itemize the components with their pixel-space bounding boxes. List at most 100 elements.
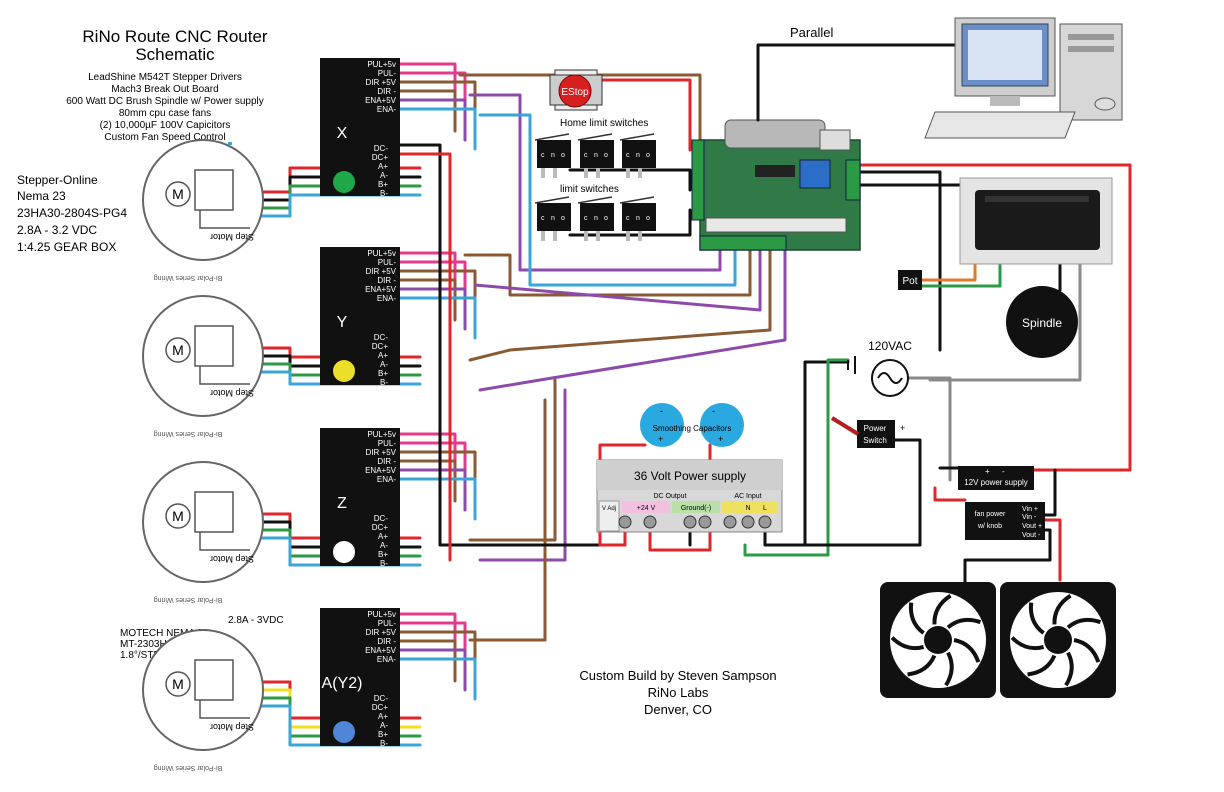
ac-wire-green — [743, 358, 850, 557]
motor-wiring-caption: Bi-Polar Series Wiring — [154, 764, 223, 771]
driver-pin-label: DC- — [374, 514, 389, 523]
spindle-motor: Spindle — [1006, 286, 1078, 358]
driver-pin-label: A- — [380, 721, 388, 730]
motor-symbol-icon — [165, 181, 191, 207]
motor-symbol-icon — [165, 337, 191, 363]
psu-terminal-icon — [643, 515, 657, 529]
part-item: (2) 10,000µF 100V Capicitors — [100, 120, 231, 131]
cursor-mark — [228, 142, 232, 145]
psu-ground-label: Ground(-) — [681, 505, 711, 512]
bus-wire-brown — [458, 73, 702, 162]
driver-body — [320, 247, 400, 385]
motor-coil-icon — [194, 491, 234, 533]
psu-36v: 36 Volt Power supply DC Output AC Input … — [596, 459, 783, 533]
driver-body — [320, 58, 400, 196]
driver-pin-label: A+ — [378, 351, 388, 360]
driver-pin-label: PUL- — [378, 258, 397, 267]
spindle-red-wire — [858, 163, 1132, 472]
driver-pin-label: DIR +5V — [366, 628, 397, 637]
driver-pin-label: DC+ — [372, 703, 389, 712]
driver-pin-label: PUL+5v — [367, 430, 396, 439]
relay-icon — [799, 159, 831, 189]
motor-spec-line: 23HA30-2804S-PG4 — [17, 206, 127, 220]
part-item: Custom Fan Speed Control — [104, 132, 225, 143]
switch-pin-label: c — [541, 152, 545, 159]
driver-signal-wire — [398, 477, 477, 521]
motor-coil-icon — [194, 325, 234, 367]
driver-signal-wire — [398, 107, 477, 151]
motor-symbol-icon — [165, 671, 191, 697]
fan-controller: fan power w/ knob Vin + Vin - Vout + Vou… — [965, 502, 1045, 540]
cap-plus: + — [658, 434, 663, 444]
psu-12v-minus: - — [1002, 467, 1005, 476]
capacitors-label: Smoothing Capacitors — [653, 424, 732, 433]
cap-minus: - — [660, 406, 663, 416]
driver-pin-label: PUL- — [378, 69, 397, 78]
bus-wire-purple — [478, 388, 567, 562]
driver-pin-label: PUL- — [378, 439, 397, 448]
driver-pin-label: DC+ — [372, 342, 389, 351]
header-pins-icon — [705, 217, 847, 233]
ac-source: 120VAC — [847, 339, 912, 397]
bus-wire-brown — [468, 378, 557, 542]
driver-pin-label: B+ — [378, 730, 388, 739]
fan-ctrl-label-1: fan power — [975, 511, 1006, 518]
switch-pin-label: n — [594, 152, 598, 159]
spindle-black-wire — [858, 170, 942, 352]
bus-wire-purple — [468, 93, 722, 272]
psu-terminal-icon — [758, 515, 772, 529]
driver-pin-label: ENA+5V — [365, 285, 397, 294]
switch-pin-label: n — [636, 215, 640, 222]
driver-status-led — [333, 541, 355, 563]
motor-wiring-caption: Bi-Polar Series Wiring — [154, 274, 223, 281]
pot-knob: Pot — [898, 270, 922, 290]
psu-n-label: N — [745, 505, 750, 512]
driver-signal-wire — [398, 612, 457, 656]
case-fans — [880, 582, 1116, 698]
fan-ctrl-label-2: w/ knob — [977, 523, 1002, 530]
motor-wiring-caption: Bi-Polar Series Wiring — [154, 430, 223, 437]
credit-line: Denver, CO — [644, 702, 712, 717]
driver-pin-label: B+ — [378, 550, 388, 559]
fan-pin: Vout + — [1022, 523, 1042, 530]
motor-symbol: M — [172, 508, 184, 524]
part-item: 600 Watt DC Brush Spindle w/ Power suppl… — [66, 96, 264, 107]
driver-pin-label: ENA- — [377, 294, 396, 303]
driver-pin-label: DIR +5V — [366, 78, 397, 87]
switch-pin-label: o — [561, 215, 565, 222]
driver-pin-label: DIR - — [377, 87, 396, 96]
switch-pin-label: c — [626, 215, 630, 222]
fan-pin: Vin - — [1022, 514, 1037, 521]
limit-wire — [568, 208, 692, 237]
cap-plus: + — [718, 434, 723, 444]
power-switch: Power Switch + - — [830, 416, 905, 448]
motor-a-current: 2.8A - 3VDC — [228, 615, 284, 626]
driver-status-led — [333, 171, 355, 193]
part-item: LeadShine M542T Stepper Drivers — [88, 72, 242, 83]
driver-pin-label: A+ — [378, 712, 388, 721]
cap-minus: - — [712, 406, 715, 416]
switch-pin-label: c — [626, 152, 630, 159]
motor-wiring-caption: Bi-Polar Series Wiring — [154, 596, 223, 603]
motor-spec-line: Stepper-Online — [17, 173, 98, 187]
psu-vadj-label: V Adj — [602, 506, 616, 512]
bus-wire-brown — [463, 248, 752, 297]
bus-wire-blue — [478, 113, 737, 287]
motor-spec-line: 1:4.25 GEAR BOX — [17, 240, 116, 254]
switch-wire — [763, 438, 922, 547]
psu-dc-label: DC Output — [653, 493, 686, 500]
motor-coil-icon — [194, 659, 234, 701]
psu-12v: 12V power supply + - — [958, 466, 1034, 490]
motor-caption: Step Motor — [210, 722, 254, 732]
fan-icon — [1000, 582, 1116, 698]
driver-pin-label: DIR - — [377, 276, 396, 285]
parts-list: LeadShine M542T Stepper Drivers Mach3 Br… — [66, 72, 264, 143]
motor-a-spec-line: MOTECH NEMA 23 — [120, 628, 209, 639]
driver-signal-wire — [398, 459, 457, 503]
fan-red-wire — [1038, 518, 1062, 582]
fan-icon — [880, 582, 996, 698]
